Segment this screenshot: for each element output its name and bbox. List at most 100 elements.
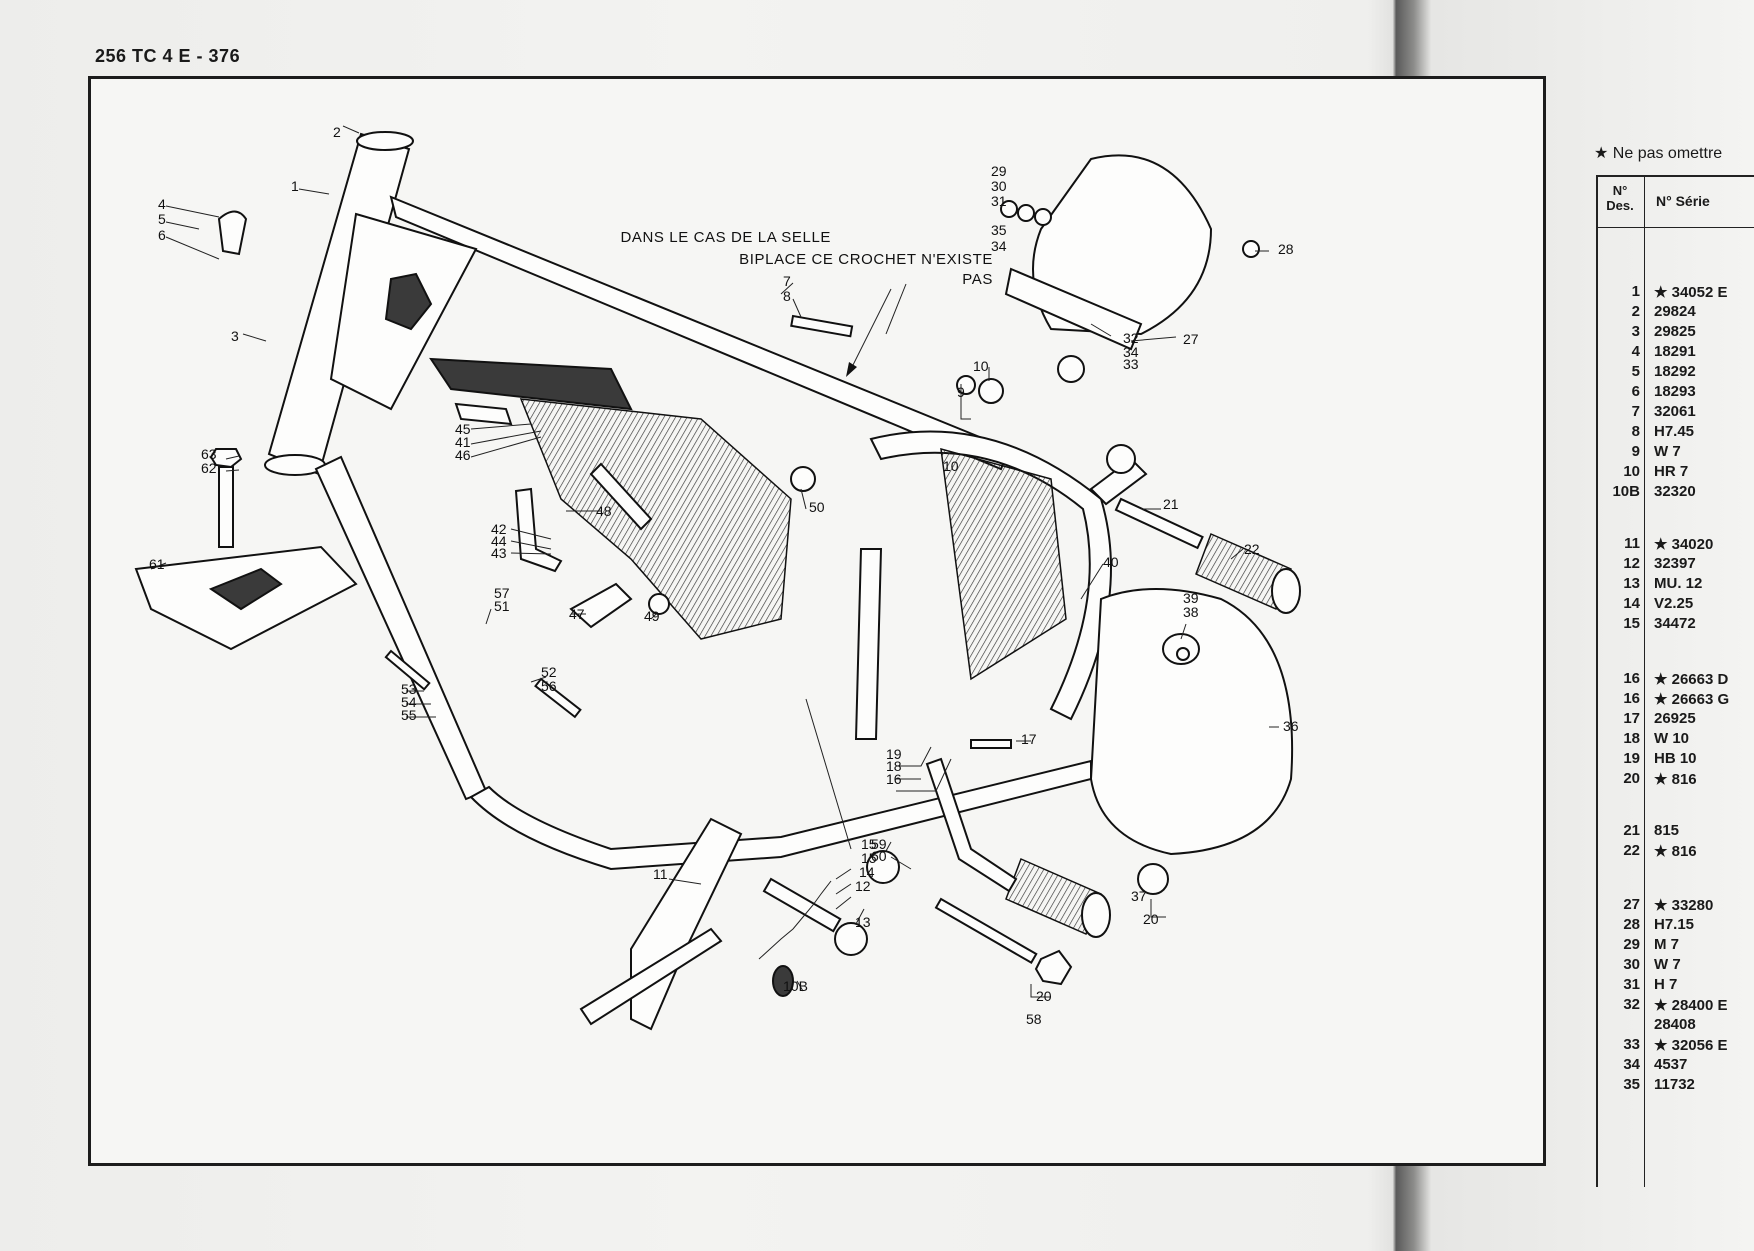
callout-62: 62 [201, 460, 217, 476]
diagram-frame: DANS LE CAS DE LA SELLE BIPLACE CE CROCH… [88, 76, 1546, 1166]
table-row: 33 ★ 32056 E [1598, 1036, 1754, 1056]
row-number: 21 [1623, 822, 1640, 839]
row-number: 6 [1631, 383, 1640, 400]
row-serial: 32397 [1654, 555, 1696, 572]
row-serial: ★ 816 [1654, 771, 1697, 788]
row-number: 16 [1623, 670, 1640, 687]
steering-head-bottom [264, 454, 326, 476]
row-serial: ★ 34020 [1654, 536, 1714, 553]
callout-32: 32 [1123, 330, 1139, 346]
callout-10: 10 [973, 358, 989, 374]
row-serial: 28408 [1654, 1016, 1696, 1033]
bolt-28 [1242, 240, 1260, 258]
dark-cover [429, 357, 633, 411]
callout-51: 51 [494, 598, 510, 614]
toolbox-plate [519, 398, 792, 640]
row-serial: W 7 [1654, 443, 1681, 460]
row-serial: ★ 32056 E [1654, 1037, 1728, 1054]
row-number: 33 [1623, 1036, 1640, 1053]
row-serial: HR 7 [1654, 463, 1689, 480]
callout-15: 15 [861, 836, 877, 852]
washer-13 [834, 922, 868, 956]
stud-62 [218, 466, 234, 548]
bolt-56 [534, 677, 582, 719]
seat-base [1004, 267, 1143, 351]
table-row: 20 ★ 816 [1598, 770, 1754, 790]
clip-4 [217, 210, 248, 256]
weight-10b [772, 965, 794, 997]
row-number: 20 [1623, 770, 1640, 787]
row-number: 12 [1623, 555, 1640, 572]
callout-9: 9 [957, 384, 965, 400]
row-serial: ★ 34052 E [1654, 284, 1728, 301]
row-number: 18 [1623, 730, 1640, 747]
knob-33 [1057, 355, 1085, 383]
callout-44: 44 [491, 533, 507, 549]
callout-39: 39 [1183, 590, 1199, 606]
row-serial: 4537 [1654, 1056, 1688, 1073]
callout-63: 63 [201, 446, 217, 462]
row-number: 3 [1631, 323, 1640, 340]
callout-20: 20 [1143, 911, 1159, 927]
callout-55: 55 [401, 707, 417, 723]
washer-29 [1000, 200, 1018, 218]
bracket-47 [569, 582, 633, 629]
frame-tubes [264, 131, 1148, 871]
callout-48: 48 [596, 503, 612, 519]
nut-10 [978, 378, 1004, 404]
row-serial: 11732 [1654, 1076, 1695, 1093]
row-serial: 34472 [1654, 615, 1696, 632]
row-serial: M 7 [1654, 936, 1680, 953]
callout-16: 16 [886, 771, 902, 787]
table-row: 11★ 34020 [1598, 535, 1754, 555]
bolt-8 [790, 314, 854, 338]
nut-63 [209, 448, 243, 469]
bracket-42 [514, 487, 563, 573]
note-line-2: BIPLACE CE CROCHET N'EXISTE [739, 251, 993, 268]
row-serial: 29824 [1654, 303, 1696, 320]
callout-5: 5 [158, 211, 166, 227]
toolbox-tank-36 [1089, 588, 1294, 856]
nut-59 [866, 850, 900, 884]
row-serial: 18292 [1654, 363, 1696, 380]
row-number: 4 [1631, 343, 1640, 360]
grip-22 [1195, 532, 1292, 611]
row-number: 34 [1623, 1056, 1640, 1073]
note-line-3: PAS [962, 271, 993, 288]
callout-12: 12 [855, 878, 871, 894]
bolt-17 [970, 739, 1012, 749]
callout-18: 18 [886, 758, 902, 774]
row-number: 10B [1612, 483, 1640, 500]
row-serial: HB 10 [1654, 750, 1697, 767]
row-serial: V2.25 [1654, 595, 1694, 612]
row-serial: ★ 33280 [1654, 897, 1714, 914]
row-number: 16 [1623, 690, 1640, 707]
callout-47: 47 [569, 606, 585, 622]
callout-46: 46 [455, 447, 471, 463]
row-serial: H 7 [1654, 976, 1678, 993]
row-serial: 815 [1654, 822, 1680, 839]
rear-mount-eye [1106, 444, 1136, 474]
footboard-emblem [208, 567, 283, 611]
washer-31 [1034, 208, 1052, 226]
row-number: 17 [1623, 710, 1640, 727]
col-header-serie: N° Série [1656, 193, 1710, 209]
row-number: 14 [1623, 595, 1640, 612]
callout-57: 57 [494, 585, 510, 601]
table-row: 14 V2.25 [1598, 595, 1754, 615]
down-tube [314, 455, 488, 801]
row-serial: W 10 [1654, 730, 1690, 747]
callout-54: 54 [401, 694, 417, 710]
table-row: 22★ 816 [1598, 842, 1754, 862]
row-number: 29 [1623, 936, 1640, 953]
table-row: 12 32397 [1598, 555, 1754, 575]
